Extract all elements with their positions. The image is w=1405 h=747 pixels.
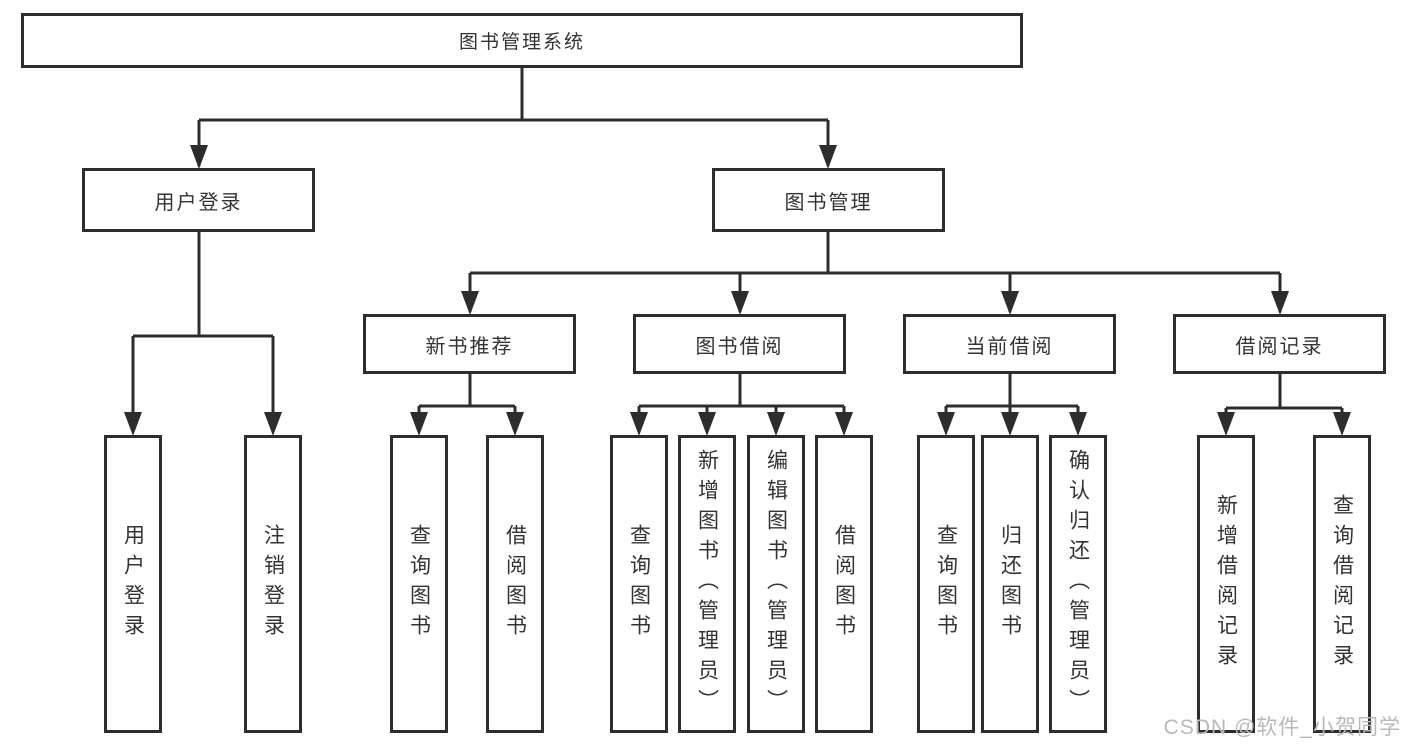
leaf-add-borrow-record: 新增借阅记录 — [1197, 435, 1255, 733]
node-book-borrow: 图书借阅 — [633, 314, 846, 374]
node-book-mgmt-label: 图书管理 — [784, 191, 873, 214]
node-user-login: 用户登录 — [82, 168, 315, 232]
leaf-query-borrow-record: 查询借阅记录 — [1313, 435, 1371, 733]
leaf-borrow-query-books: 查询图书 — [610, 435, 668, 733]
leaf-borrow-books-label: 借阅图书 — [832, 524, 856, 644]
leaf-return-books-label: 归还图书 — [998, 524, 1022, 644]
leaf-logout-label: 注销登录 — [261, 524, 285, 644]
leaf-rec-borrow-books-label: 借阅图书 — [503, 524, 527, 644]
leaf-edit-books-admin-label: 编辑图书（管理员） — [764, 449, 788, 719]
leaf-add-borrow-record-label: 新增借阅记录 — [1214, 494, 1238, 674]
node-book-mgmt: 图书管理 — [712, 168, 945, 232]
leaf-add-books-admin: 新增图书（管理员） — [678, 435, 736, 733]
leaf-user-login-label: 用户登录 — [121, 524, 145, 644]
node-borrow-records-label: 借阅记录 — [1235, 335, 1324, 358]
leaf-edit-books-admin: 编辑图书（管理员） — [747, 435, 805, 733]
leaf-current-query-books: 查询图书 — [917, 435, 975, 733]
leaf-rec-borrow-books: 借阅图书 — [486, 435, 544, 733]
leaf-query-borrow-record-label: 查询借阅记录 — [1330, 494, 1354, 674]
leaf-user-login: 用户登录 — [104, 435, 162, 733]
leaf-current-query-books-label: 查询图书 — [934, 524, 958, 644]
node-book-borrow-label: 图书借阅 — [695, 335, 784, 358]
leaf-add-books-admin-label: 新增图书（管理员） — [695, 449, 719, 719]
leaf-borrow-books: 借阅图书 — [815, 435, 873, 733]
leaf-return-books: 归还图书 — [981, 435, 1039, 733]
node-root: 图书管理系统 — [21, 13, 1023, 68]
leaf-confirm-return-admin-label: 确认归还（管理员） — [1066, 449, 1090, 719]
arrowhead-icons — [124, 145, 1351, 436]
node-new-book-rec-label: 新书推荐 — [425, 335, 514, 358]
node-new-book-rec: 新书推荐 — [363, 314, 576, 374]
node-current-borrow-label: 当前借阅 — [965, 335, 1054, 358]
leaf-rec-query-books-label: 查询图书 — [407, 524, 431, 644]
node-current-borrow: 当前借阅 — [903, 314, 1116, 374]
node-borrow-records: 借阅记录 — [1173, 314, 1386, 374]
leaf-rec-query-books: 查询图书 — [390, 435, 448, 733]
leaf-borrow-query-books-label: 查询图书 — [627, 524, 651, 644]
leaf-logout: 注销登录 — [244, 435, 302, 733]
leaf-confirm-return-admin: 确认归还（管理员） — [1049, 435, 1107, 733]
node-root-label: 图书管理系统 — [458, 32, 585, 53]
watermark: CSDN @软件_小贺同学 — [1163, 716, 1401, 739]
node-user-login-label: 用户登录 — [154, 191, 243, 214]
